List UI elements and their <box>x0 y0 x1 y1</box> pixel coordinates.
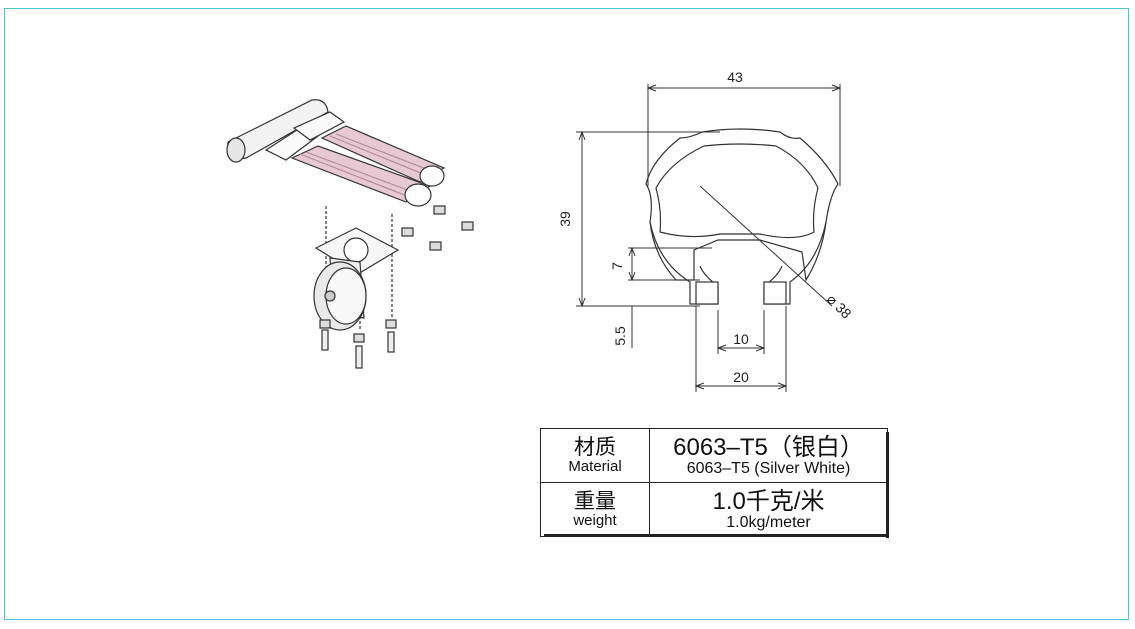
dimension-lines <box>576 84 842 392</box>
table-shadow-right <box>886 432 889 538</box>
weight-label-cn: 重量 <box>574 489 616 513</box>
weight-label-en: weight <box>573 511 617 529</box>
material-value-en: 6063–T5 (Silver White) <box>686 459 851 477</box>
dim-width: 43 <box>727 69 743 85</box>
dim-slot-width: 10 <box>733 331 749 347</box>
profile-cross-section <box>645 128 839 307</box>
material-value-cell: 6063–T5（银白） 6063–T5 (Silver White) <box>649 428 888 483</box>
dim-lip: 5.5 <box>612 326 628 346</box>
spec-table: 材质 Material 6063–T5（银白） 6063–T5 (Silver … <box>540 428 888 537</box>
material-label-cell: 材质 Material <box>540 428 650 483</box>
dim-neck-width: 20 <box>733 369 749 385</box>
material-label-en: Material <box>568 457 622 475</box>
table-shadow-bottom <box>544 534 889 537</box>
weight-value-en: 1.0kg/meter <box>726 513 811 531</box>
dim-diameter: ⌀ 38 <box>824 291 855 322</box>
diameter-value: 38 <box>832 299 854 321</box>
dim-height: 39 <box>557 211 573 227</box>
material-label-cn: 材质 <box>574 435 616 459</box>
weight-value-cn: 1.0千克/米 <box>712 487 825 515</box>
weight-label-cell: 重量 weight <box>540 482 650 537</box>
spec-row-material: 材质 Material 6063–T5（银白） 6063–T5 (Silver … <box>540 428 888 483</box>
weight-value-cell: 1.0千克/米 1.0kg/meter <box>649 482 888 537</box>
dim-slot-depth: 7 <box>609 262 625 270</box>
material-value-cn: 6063–T5（银白） <box>673 433 864 461</box>
page-frame <box>4 8 1129 620</box>
assembly-illustration <box>226 99 474 369</box>
spec-row-weight: 重量 weight 1.0千克/米 1.0kg/meter <box>540 482 888 537</box>
